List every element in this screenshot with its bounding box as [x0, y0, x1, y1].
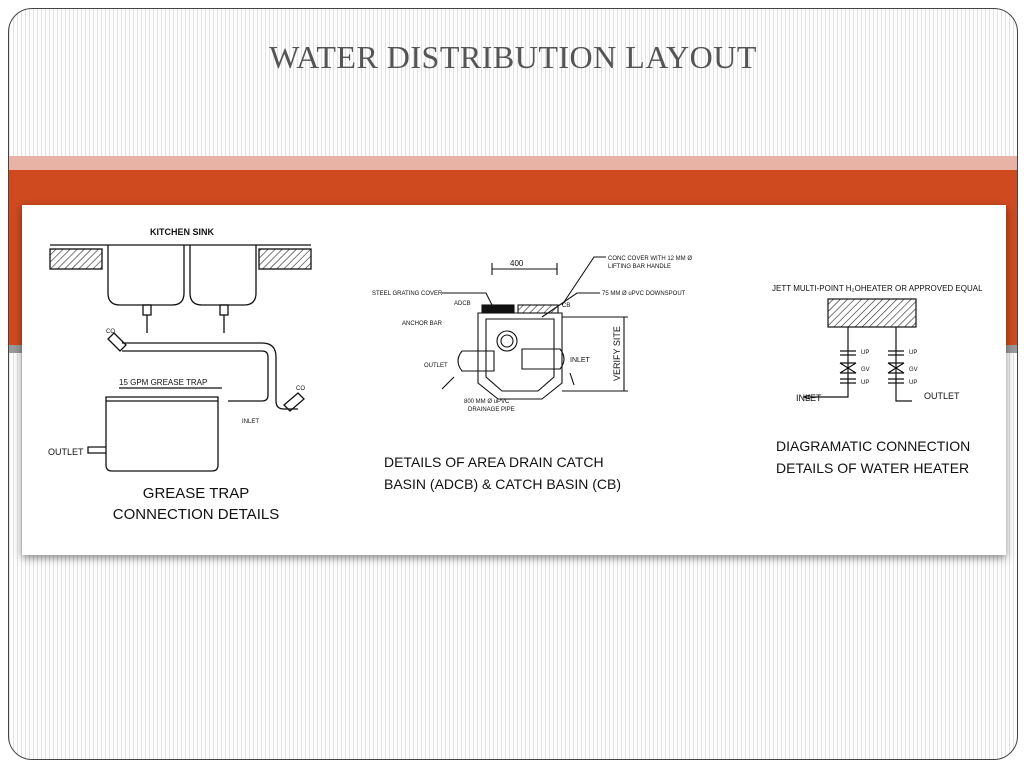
basin-caption-1: DETAILS OF AREA DRAIN CATCH [384, 454, 604, 470]
up4-label: UP [909, 380, 917, 386]
adcb-label: ADCB [454, 301, 471, 307]
kitchen-sink-label: KITCHEN SINK [150, 227, 215, 237]
gv1-label: GV [861, 367, 870, 373]
conc-cover-label-1: CONC COVER WITH 12 MM Ø [608, 256, 692, 262]
conc-cover-leader [561, 256, 606, 306]
cleanout-left [107, 332, 127, 352]
heater-caption-1: DIAGRAMATIC CONNECTION [776, 438, 970, 454]
grease-trap-box [105, 396, 219, 472]
gate-valve-1 [839, 362, 857, 374]
drain-left [142, 304, 152, 316]
counter-left [49, 248, 103, 270]
co-right-label: CO [296, 386, 305, 392]
basin-outlet-label: OUTLET [424, 363, 448, 369]
up1-label: UP [861, 350, 869, 356]
up2-label: UP [861, 380, 869, 386]
union-1 [840, 350, 856, 356]
conc-cover [517, 304, 559, 314]
steel-grating-leader [442, 292, 493, 306]
basin-body [477, 312, 563, 400]
inlet-arrow [802, 394, 811, 400]
cleanout-right [283, 392, 305, 412]
outlet-pipe [457, 350, 495, 372]
verify-site-dim [562, 316, 628, 392]
basin-inner [485, 318, 555, 392]
heater-caption-2: DETAILS OF WATER HEATER [776, 460, 969, 476]
basin-caption-2: BASIN (ADCB) & CATCH BASIN (CB) [384, 476, 621, 492]
inlet-line [808, 327, 849, 398]
slide: WATER DISTRIBUTION LAYOUT KITCHEN SINK [8, 8, 1018, 760]
inlet-pipe [521, 348, 565, 370]
heater-inlet-label: INLET [796, 393, 822, 403]
trap-outlet-pipe [87, 446, 106, 454]
drain-right [219, 304, 229, 316]
trap-inlet-label: INLET [242, 419, 259, 425]
co-left-label: CO [106, 329, 115, 335]
grease-caption-1: GREASE TRAP [143, 485, 249, 502]
diagram-canvas: KITCHEN SINK CO [48, 227, 983, 523]
trap-label: 15 GPM GREASE TRAP [119, 378, 207, 387]
dim-line-400 [491, 263, 558, 275]
dim-400-label: 400 [510, 259, 524, 268]
union-2 [840, 378, 856, 384]
slide-title: WATER DISTRIBUTION LAYOUT [269, 39, 757, 75]
water-heater-detail: JETT MULTI-POINT H₂OHEATER OR APPROVED E… [772, 284, 983, 476]
trap-outlet-label: OUTLET [48, 447, 84, 457]
drainage-label-1: 800 MM Ø uPVC [464, 399, 510, 405]
downspout-label: 75 MM Ø uPVC DOWNSPOUT [602, 291, 686, 297]
riser-pipe [228, 385, 298, 410]
drainage-label-2: DRAINAGE PIPE [468, 407, 515, 413]
steel-grating-label: STEEL GRATING COVER [372, 291, 443, 297]
union-4 [888, 378, 904, 384]
heater-outlet-label: OUTLET [924, 391, 960, 401]
verify-site-label: VERIFY SITE [612, 326, 622, 381]
accent-band-light [9, 156, 1017, 170]
drain-stubs [146, 315, 225, 333]
cb-label: CB [562, 303, 570, 309]
drainage-leaders [441, 372, 575, 390]
downspout-pipe-inner [500, 334, 514, 348]
grease-trap-detail: KITCHEN SINK CO [48, 227, 312, 523]
anchor-bar-label: ANCHOR BAR [402, 321, 443, 327]
sink-bowl-right [189, 245, 257, 306]
counter-right [258, 248, 312, 270]
sink-bowl-left [107, 245, 185, 306]
elbow-pipe [261, 342, 277, 385]
basin-inlet-label: INLET [570, 357, 591, 364]
diagram-panel: KITCHEN SINK CO [22, 205, 1006, 555]
outlet-line [895, 327, 912, 402]
grease-caption-2: CONNECTION DETAILS [113, 506, 279, 523]
water-heater-unit [827, 298, 917, 328]
conc-cover-label-2: LIFTING BAR HANDLE [608, 264, 671, 270]
up3-label: UP [909, 350, 917, 356]
downspout-pipe [496, 330, 518, 352]
gv2-label: GV [909, 367, 918, 373]
gate-valve-2 [887, 362, 905, 374]
heater-title: JETT MULTI-POINT H₂OHEATER OR APPROVED E… [772, 284, 983, 293]
catch-basin-detail: 400 CONC COVER WITH 12 MM Ø LIFTING BAR … [372, 256, 692, 492]
union-3 [888, 350, 904, 356]
steel-grating-cover [481, 304, 515, 314]
branch-pipe [122, 342, 262, 352]
